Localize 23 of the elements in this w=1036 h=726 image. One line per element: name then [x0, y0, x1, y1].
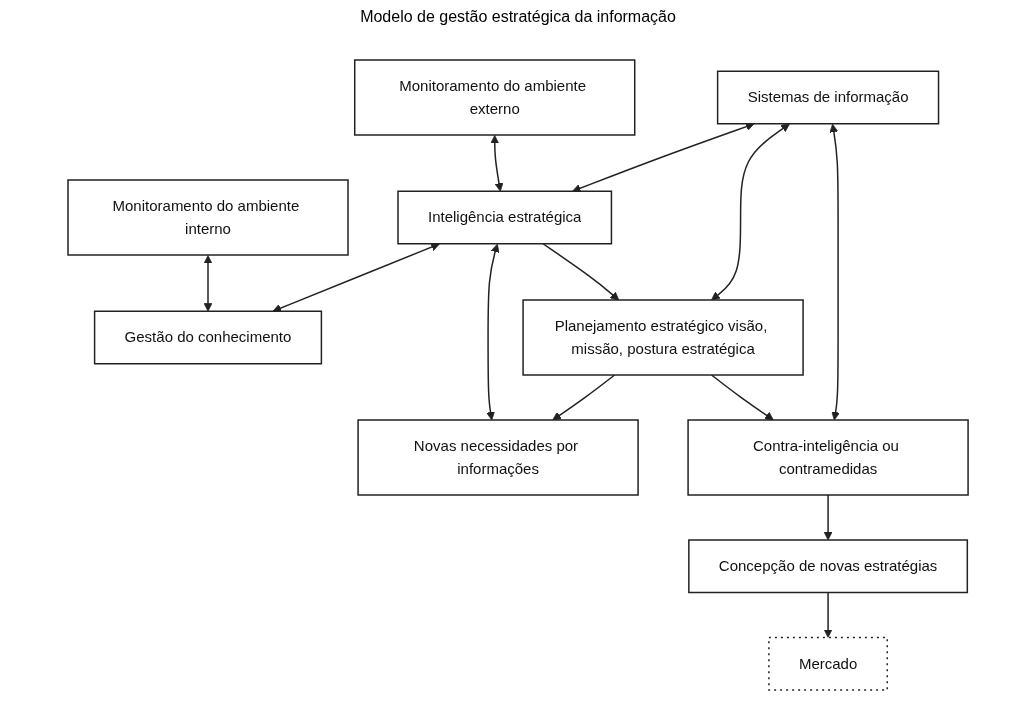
arrow	[829, 123, 840, 421]
arrow	[823, 494, 833, 541]
arrow	[203, 255, 213, 312]
node-box: Contra-inteligência ou contramedidas	[687, 419, 969, 496]
diagram-title: Modelo de gestão estratégica da informação	[359, 8, 677, 26]
node-box: Inteligência estratégica	[397, 190, 613, 245]
node-box: Monitoramento do ambiente interno	[67, 179, 349, 256]
arrow	[490, 135, 504, 192]
arrow	[710, 374, 774, 421]
node-box: Sistemas de informação	[716, 70, 940, 125]
node-box: Mercado	[768, 636, 888, 691]
arrow	[542, 243, 620, 301]
arrow	[552, 374, 616, 421]
arrow	[823, 591, 833, 638]
node-box: Concepção de novas estratégias	[688, 539, 968, 594]
arrow	[486, 243, 500, 421]
node-box: Gestão do conhecimento	[93, 310, 323, 365]
node-box: Monitoramento do ambiente externo	[353, 59, 636, 136]
arrow	[572, 122, 755, 193]
arrow	[272, 242, 440, 313]
arrow	[711, 123, 790, 301]
node-box: Planejamento estratégico visão, missão, postura estratégica	[522, 299, 804, 376]
node-box: Novas necessidades por informações	[357, 419, 639, 496]
